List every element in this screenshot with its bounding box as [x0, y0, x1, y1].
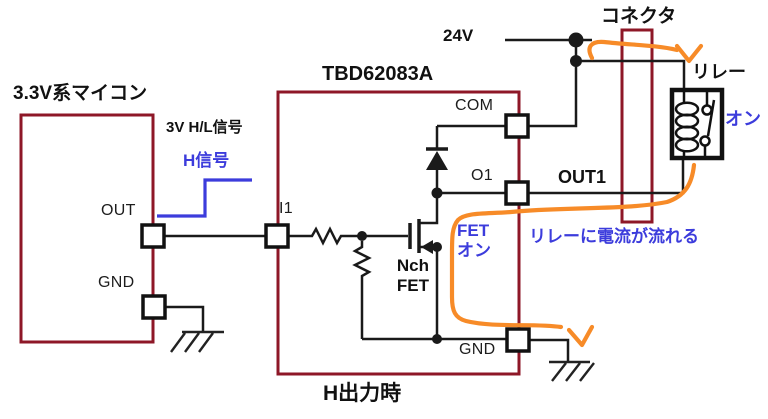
h-signal-step — [157, 178, 252, 218]
power-24v-label: 24V — [443, 26, 474, 45]
relay-coil — [674, 92, 700, 156]
i1-pin-label: I1 — [279, 200, 293, 217]
wire-mcu-gnd — [166, 305, 205, 332]
flyback-diode — [426, 147, 448, 170]
pin-mcu-out — [140, 223, 166, 249]
connector-title: コネクタ — [601, 6, 677, 27]
orange-arrow-top — [587, 39, 704, 64]
diode-triangle — [426, 151, 448, 170]
current-flow-annotation: リレーに電流が流れる — [529, 227, 699, 246]
driver-title: TBD62083A — [322, 63, 434, 85]
relay-symbol — [669, 87, 725, 161]
junction-gate — [357, 231, 367, 241]
relay-contact — [699, 92, 716, 156]
pins — [140, 113, 531, 353]
junction-drain — [431, 187, 443, 199]
relay-on-annotation: オン — [725, 109, 761, 129]
wire-24v-to-relay — [576, 59, 686, 92]
wire-com-to-24v — [528, 40, 578, 128]
wire-driver-gnd — [530, 338, 570, 362]
junction-24v — [568, 32, 584, 48]
nch-fet-label: Nch FET — [396, 256, 429, 295]
junction-dots — [357, 32, 584, 344]
pulldown-resistor — [352, 241, 372, 339]
junction-24v-branch — [570, 55, 582, 67]
mcu-out-pin-label: OUT — [101, 202, 136, 219]
fet-drain — [419, 193, 439, 225]
pin-i1 — [264, 223, 290, 249]
pin-mcu-gnd — [141, 294, 167, 320]
mcu-box — [19, 113, 155, 344]
fet-body-arrow-icon — [421, 240, 433, 254]
pin-driver-gnd — [505, 327, 531, 353]
ground-symbol-driver — [549, 360, 595, 382]
signal-caption: 3V H/L信号 — [166, 119, 243, 136]
ground-symbol-mcu — [170, 330, 224, 353]
driver-gnd-pin-label: GND — [459, 341, 496, 358]
wires — [165, 38, 686, 362]
connector-box — [620, 28, 654, 224]
out1-net-label: OUT1 — [558, 167, 607, 187]
pin-com — [504, 113, 530, 139]
com-pin-label: COM — [455, 97, 494, 114]
footer-caption: H出力時 — [323, 382, 402, 405]
series-resistor — [289, 226, 408, 246]
junction-rail — [432, 334, 442, 344]
orange-arrow-loop — [449, 162, 697, 348]
junction-source — [432, 242, 442, 252]
mcu-gnd-pin-label: GND — [98, 274, 135, 291]
fet-on-annotation: FET オン — [457, 221, 491, 260]
arrowhead-icon — [674, 43, 704, 64]
h-signal-label: H信号 — [183, 151, 230, 170]
pin-o1 — [504, 180, 530, 206]
arrowhead-icon — [566, 324, 595, 348]
relay-title: リレー — [692, 62, 746, 82]
o1-pin-label: O1 — [471, 167, 493, 184]
mcu-title: 3.3V系マイコン — [13, 83, 148, 104]
